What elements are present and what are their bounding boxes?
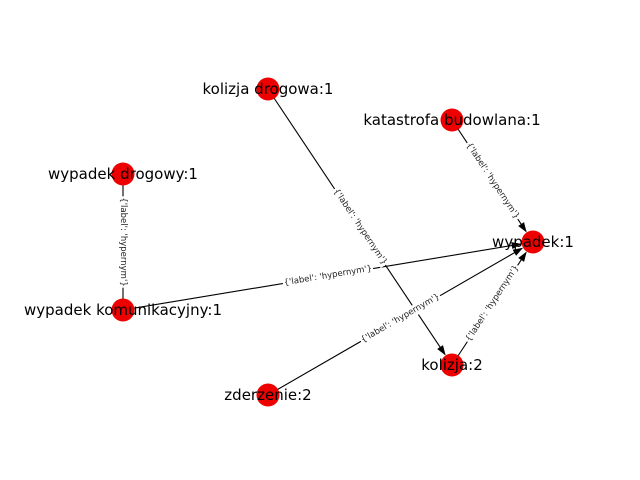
edge-label-text: {'label': 'hypernym'} <box>464 141 522 221</box>
node-zderzenie[interactable] <box>256 383 280 407</box>
edge-label-text: {'label': 'hypernym'} <box>118 197 128 286</box>
node-kolizja_drogowa[interactable] <box>256 77 280 101</box>
arrowhead-icon <box>437 345 446 356</box>
edges-layer <box>122 88 527 396</box>
edge-label-background <box>117 196 129 288</box>
edge-label-text: {'label': 'hypernym'} <box>464 263 522 343</box>
edge-label-background <box>358 290 443 347</box>
node-wypadek_drogowy[interactable] <box>111 162 135 186</box>
node-wypadek[interactable] <box>521 230 545 254</box>
edge-label: {'label': 'hypernym'} <box>462 262 523 345</box>
node-label-zderzenie: zderzenie:2 <box>224 386 311 404</box>
arrowhead-icon <box>518 251 527 262</box>
edge-label: {'label': 'hypernym'} <box>117 196 129 288</box>
node-label-wypadek_drogowy: wypadek drogowy:1 <box>48 165 198 183</box>
node-label-katastrofa_budowlana: katastrofa budowlana:1 <box>363 111 540 129</box>
nodes-layer <box>111 77 545 407</box>
edge-label: {'label': 'hypernym'} <box>462 139 523 223</box>
arrowhead-icon <box>518 222 527 233</box>
node-kolizja[interactable] <box>440 353 464 377</box>
edge-label-text: {'label': 'hypernym'} <box>331 187 389 267</box>
edge-label-background <box>282 263 374 289</box>
node-katastrofa_budowlana[interactable] <box>440 108 464 132</box>
node-label-wypadek_komunikacyjny: wypadek komunikacyjny:1 <box>24 301 222 319</box>
arrowhead-icon <box>512 247 524 256</box>
edge-label-text: {'label': 'hypernym'} <box>359 292 441 345</box>
arrowhead-icon <box>511 242 522 249</box>
edge-label-background <box>330 185 390 269</box>
node-label-kolizja: kolizja:2 <box>421 356 483 374</box>
node-wypadek_komunikacyjny[interactable] <box>111 298 135 322</box>
edge-label: {'label': 'hypernym'} <box>358 290 443 347</box>
edge-label-background <box>462 139 523 223</box>
node-label-wypadek: wypadek:1 <box>492 233 574 251</box>
node-labels-layer: kolizja drogowa:1 katastrofa budowlana:1 w… <box>24 80 574 404</box>
edge-label: {'label': 'hypernym'} <box>330 185 390 269</box>
edge-label: {'label': 'hypernym'} <box>282 263 374 289</box>
edge-label-background <box>462 262 523 345</box>
node-label-kolizja_drogowa: kolizja drogowa:1 <box>203 80 334 98</box>
